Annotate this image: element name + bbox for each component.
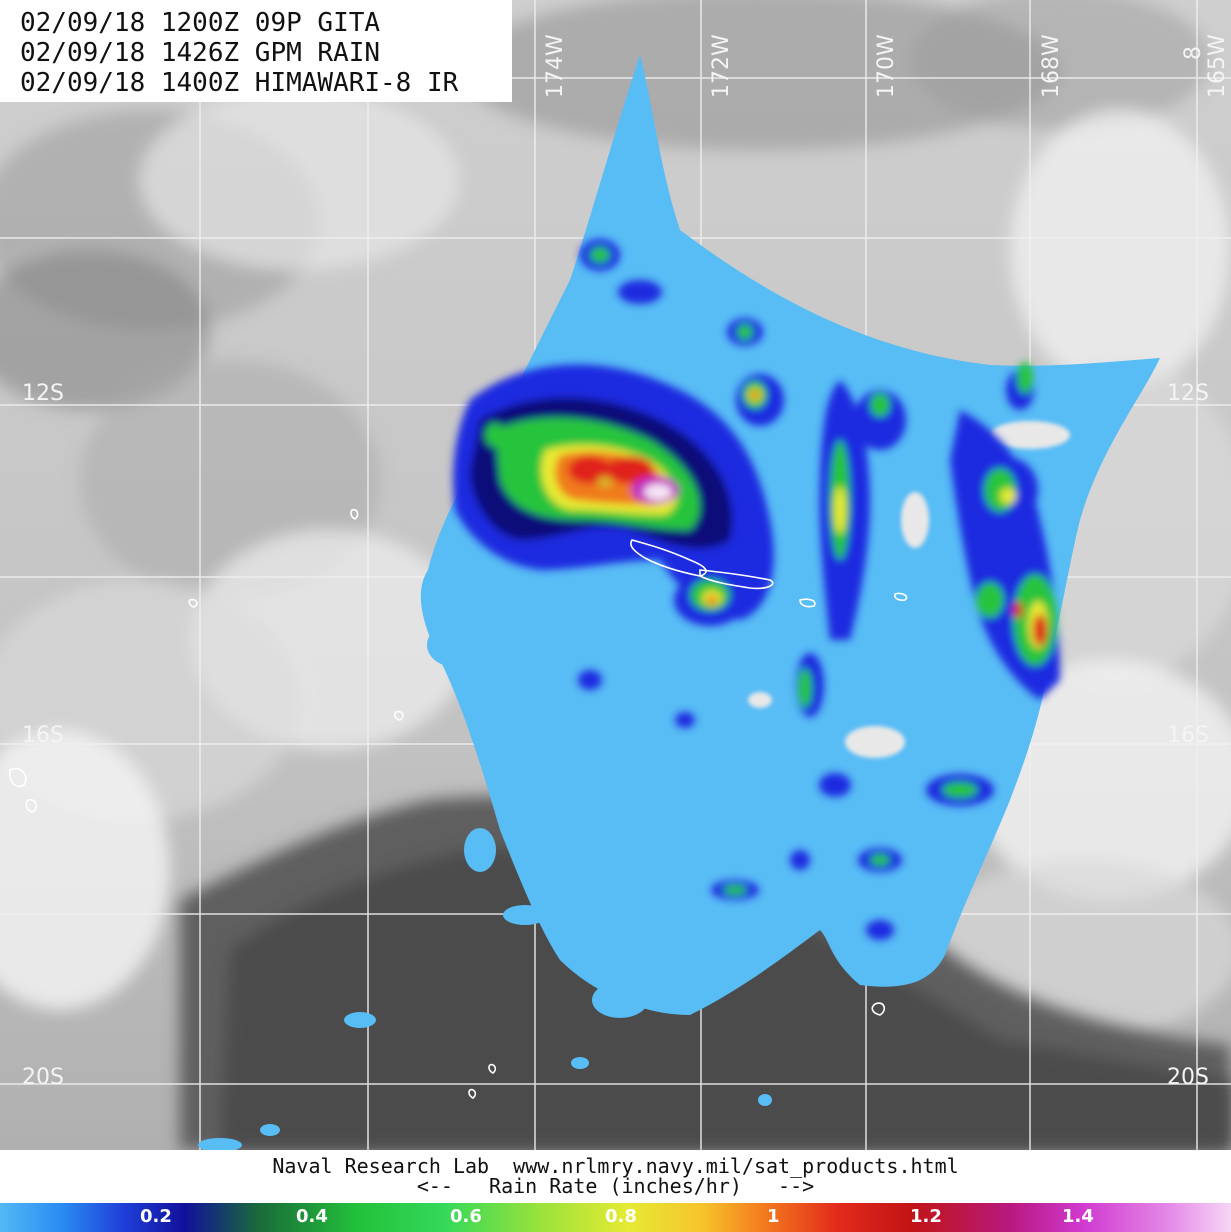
lon-label-170w: 170W	[874, 34, 899, 98]
lat-label-20s-right: 20S	[1167, 1065, 1209, 1090]
lat-label-12s-left: 12S	[22, 381, 64, 406]
colorbar-tick-0-8: 0.8	[605, 1206, 637, 1227]
colorbar-tick-0-6: 0.6	[450, 1206, 482, 1227]
lat-label-16s-left: 16S	[22, 723, 64, 748]
header-rain-line: 02/09/18 1426Z GPM RAIN	[20, 38, 381, 68]
lat-label-20s-left: 20S	[22, 1065, 64, 1090]
rain-rate-colorbar: 0.2 0.4 0.6 0.8 1 1.2 1.4	[0, 1203, 1231, 1232]
rain-features	[453, 239, 1060, 940]
colorbar-tick-1-4: 1.4	[1062, 1206, 1094, 1227]
map-svg: 174W 172W 170W 168W 165W 8 12S 16S 20S 1…	[0, 0, 1231, 1150]
lon-label-165w: 165W	[1205, 34, 1230, 98]
cloud-holes	[748, 421, 1070, 758]
lat-label-16s-right: 16S	[1167, 723, 1209, 748]
header-info-box: 02/09/18 1200Z 09P GITA 02/09/18 1426Z G…	[0, 0, 512, 102]
lon-label-172w: 172W	[709, 34, 734, 98]
header-ir-line: 02/09/18 1400Z HIMAWARI-8 IR	[20, 68, 459, 98]
footer: Naval Research Lab www.nrlmry.navy.mil/s…	[0, 1150, 1231, 1202]
lon-label-partial: 8	[1181, 46, 1206, 60]
credit-line: Naval Research Lab www.nrlmry.navy.mil/s…	[272, 1154, 959, 1178]
coastlines	[8, 508, 908, 1099]
lat-label-12s-right: 12S	[1167, 381, 1209, 406]
clear-sky-region-dark	[220, 849, 1231, 1150]
lon-label-174w: 174W	[543, 34, 568, 98]
satellite-map: 174W 172W 170W 168W 165W 8 12S 16S 20S 1…	[0, 0, 1231, 1150]
scale-title: <-- Rain Rate (inches/hr) -->	[416, 1174, 815, 1198]
header-storm-line: 02/09/18 1200Z 09P GITA	[20, 8, 381, 38]
colorbar-tick-0-4: 0.4	[296, 1206, 328, 1227]
gpm-swath	[420, 55, 1160, 1015]
scattered-rain	[198, 623, 772, 1150]
colorbar-tick-1: 1	[767, 1206, 780, 1227]
lon-label-168w: 168W	[1039, 34, 1064, 98]
colorbar-tick-1-2: 1.2	[910, 1206, 942, 1227]
colorbar-tick-0-2: 0.2	[140, 1206, 172, 1227]
